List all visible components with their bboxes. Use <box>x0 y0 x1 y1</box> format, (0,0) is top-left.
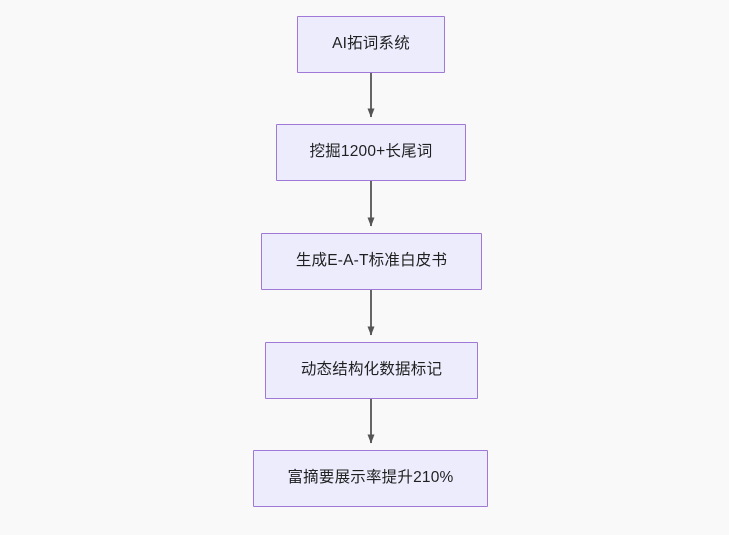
flowchart-node-mine-longtail-keywords[interactable]: 挖掘1200+长尾词 <box>276 124 466 181</box>
node-label: 富摘要展示率提升210% <box>287 469 454 487</box>
node-label: AI拓词系统 <box>332 35 410 53</box>
flowchart-node-ai-keyword-system[interactable]: AI拓词系统 <box>297 16 445 73</box>
node-label: 动态结构化数据标记 <box>300 361 443 379</box>
node-label: 挖掘1200+长尾词 <box>309 143 433 161</box>
node-label: 生成E-A-T标准白皮书 <box>295 252 448 270</box>
flowchart-node-generate-eat-whitepaper[interactable]: 生成E-A-T标准白皮书 <box>261 233 482 290</box>
flowchart-node-dynamic-structured-data-markup[interactable]: 动态结构化数据标记 <box>265 342 478 399</box>
flowchart-node-rich-snippet-rate-increase[interactable]: 富摘要展示率提升210% <box>253 450 488 507</box>
